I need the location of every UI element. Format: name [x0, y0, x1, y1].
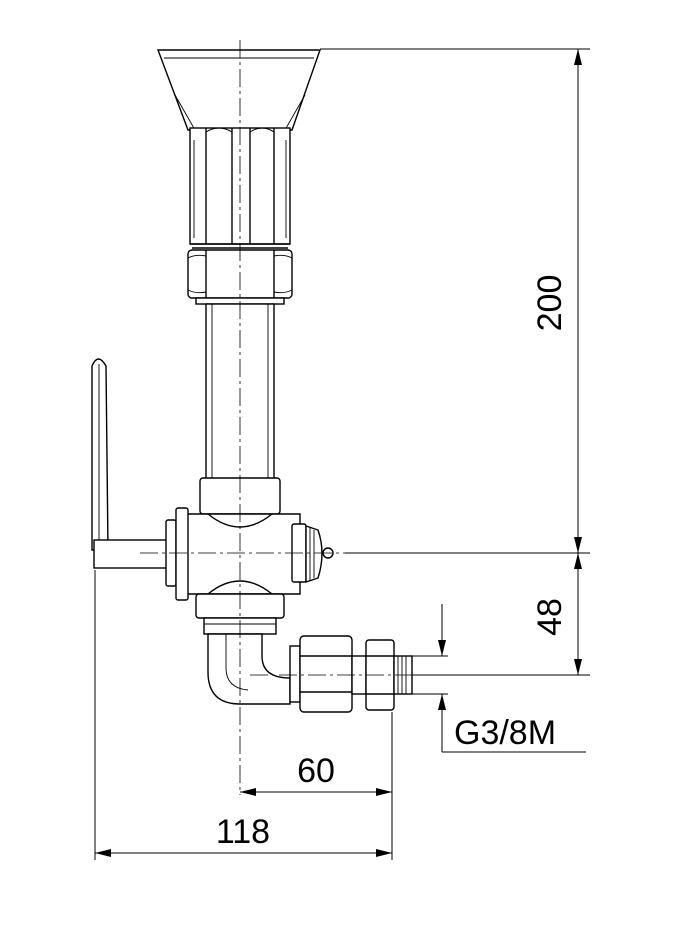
- dimension-48: 48: [531, 553, 582, 675]
- dimension-200: 200: [531, 49, 582, 553]
- elbow: [207, 633, 291, 705]
- valve-handle: [91, 358, 189, 601]
- dimension-thread-label: G3/8M: [454, 714, 556, 752]
- dimension-48-label: 48: [531, 598, 569, 636]
- centerlines: [140, 40, 430, 795]
- valve-body: [185, 477, 301, 635]
- dimension-thread: G3/8M: [438, 604, 586, 753]
- dimension-200-label: 200: [531, 275, 569, 332]
- dimension-60: 60: [240, 752, 392, 796]
- outlet-nut: [289, 635, 367, 713]
- dimension-118-label: 118: [216, 813, 270, 851]
- spray-head: [156, 49, 321, 131]
- dimension-60-label: 60: [297, 752, 335, 790]
- dimension-118: 118: [95, 813, 392, 857]
